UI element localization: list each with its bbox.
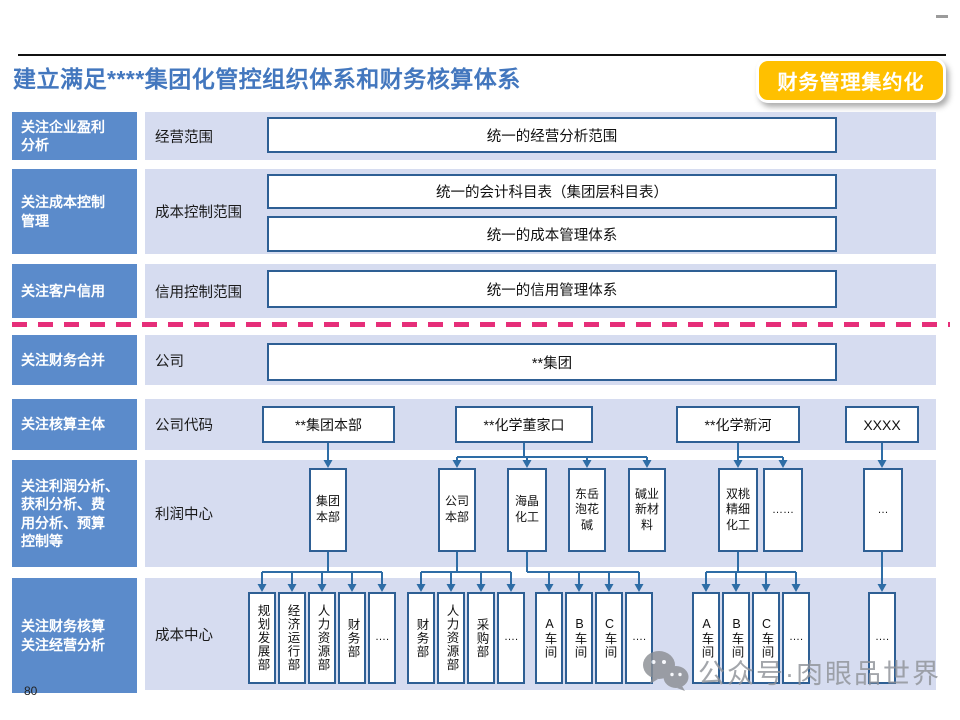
slide-title: 建立满足****集团化管控组织体系和财务核算体系 [13, 66, 521, 92]
company-code-box-chem-dongjiakou: **化学董家口 [455, 406, 593, 443]
cost-center-workshop-b: B车间 [565, 592, 593, 684]
profit-center-dongyue-sodium-silicate: 东岳 泡花 碱 [568, 468, 606, 552]
box-unified-business-analysis-scope: 统一的经营分析范围 [267, 117, 837, 153]
cost-center-workshop-b2: B车间 [722, 592, 750, 684]
cost-center-ellipsis-2: …. [497, 592, 525, 684]
cost-center-workshop-c: C车间 [595, 592, 623, 684]
watermark: 公众号·肉眼品世界 [642, 650, 941, 692]
cost-center-workshop-a: A车间 [535, 592, 563, 684]
focus-customer-credit: 关注客户信用 [12, 264, 137, 318]
window-dash-icon [936, 15, 948, 18]
cost-center-hr: 人力资源部 [308, 592, 336, 684]
cost-center-planning-dev: 规划发展部 [248, 592, 276, 684]
profit-center-alkali-new-material: 碱业 新材 料 [628, 468, 666, 552]
cost-center-finance: 财务部 [338, 592, 366, 684]
cost-center-hr-2: 人力资源部 [437, 592, 465, 684]
cost-center-ellipsis-4: …. [782, 592, 810, 684]
pink-dashed-divider [12, 322, 950, 327]
profit-center-ellipsis: …… [763, 468, 803, 552]
header-rule [18, 54, 946, 56]
cost-center-ellipsis: …. [368, 592, 396, 684]
profit-center-ellipsis-2: … [863, 468, 903, 552]
label-company-code: 公司代码 [155, 418, 213, 434]
company-code-box-chem-xinhe: **化学新河 [676, 406, 800, 443]
focus-enterprise-profit-analysis: 关注企业盈利 分析 [12, 112, 137, 160]
focus-financial-accounting-business-analysis: 关注财务核算 关注经营分析 [12, 578, 137, 693]
label-cost-control-scope: 成本控制范围 [155, 205, 242, 221]
focus-profit-expense-budget-analysis: 关注利润分析、 获利分析、费 用分析、预算 控制等 [12, 460, 137, 567]
cost-center-procurement: 采购部 [467, 592, 495, 684]
label-profit-center: 利润中心 [155, 507, 213, 523]
profit-center-group-hq: 集团 本部 [309, 468, 347, 552]
focus-cost-control-management: 关注成本控制 管理 [12, 169, 137, 254]
focus-accounting-entity: 关注核算主体 [12, 399, 137, 450]
company-code-box-xxxx: XXXX [845, 406, 919, 443]
box-unified-cost-management-system: 统一的成本管理体系 [267, 216, 837, 252]
wechat-icon [643, 651, 689, 691]
company-code-box-group-hq: **集团本部 [262, 406, 395, 443]
page-number: 80 [24, 684, 38, 698]
cost-center-ellipsis-5: …. [868, 592, 896, 684]
label-company: 公司 [155, 353, 184, 370]
box-unified-chart-of-accounts: 统一的会计科目表（集团层科目表） [267, 174, 837, 209]
profit-center-company-hq: 公司 本部 [438, 468, 476, 552]
box-unified-credit-management-system: 统一的信用管理体系 [267, 270, 837, 308]
profit-center-shuangtao-fine-chemical: 双桃 精细 化工 [718, 468, 758, 552]
focus-financial-consolidation: 关注财务合并 [12, 335, 137, 385]
label-business-scope: 经营范围 [155, 129, 213, 146]
profit-center-haijing-chemical: 海晶 化工 [507, 468, 547, 552]
watermark-text: 公众号·肉眼品世界 [698, 658, 941, 689]
cost-center-economic-operation: 经济运行部 [278, 592, 306, 684]
cost-center-finance-2: 财务部 [407, 592, 435, 684]
box-group-company: **集团 [267, 343, 837, 381]
cost-center-workshop-a2: A车间 [692, 592, 720, 684]
cost-center-workshop-c2: C车间 [752, 592, 780, 684]
label-cost-center: 成本中心 [155, 627, 213, 644]
header-badge: 财务管理集约化 [756, 58, 946, 103]
label-credit-control-scope: 信用控制范围 [155, 284, 242, 301]
